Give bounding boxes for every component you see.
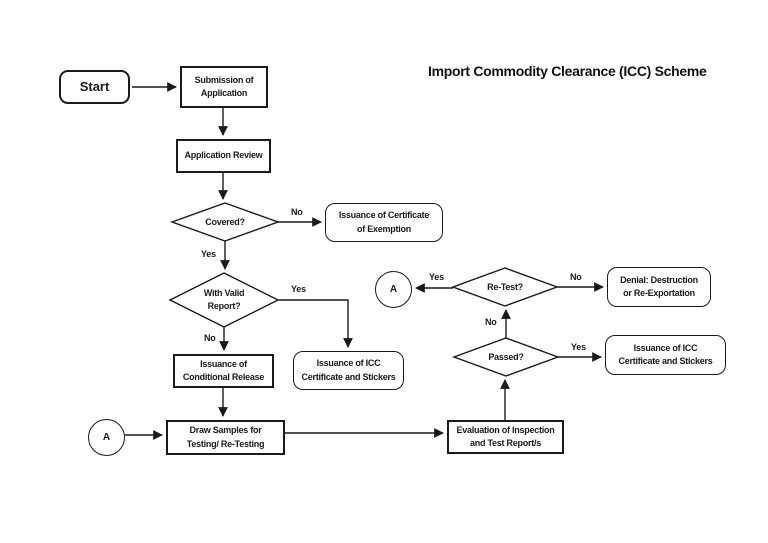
node-label: and Test Report/s — [469, 438, 542, 448]
node-label: Denial: Destruction — [620, 274, 698, 285]
node-label: Issuance of — [200, 358, 247, 369]
edge-label-retest-no: No — [570, 272, 582, 282]
node-label: Submission of — [194, 74, 254, 85]
decision-with-valid-report-shape — [168, 272, 280, 328]
edge-label-passed-yes: Yes — [571, 342, 586, 352]
node-label: Start — [79, 79, 110, 95]
node-label: Certificate and Stickers — [301, 371, 396, 382]
node-label: Issuance of ICC — [633, 342, 698, 353]
node-draw-samples: Draw Samples for Testing/ Re-Testing — [166, 420, 285, 455]
node-label: Application — [200, 88, 248, 98]
node-label: Issuance of ICC — [316, 358, 381, 368]
edge-label-with-valid-no: No — [204, 333, 216, 343]
node-label: Evaluation of Inspection — [456, 424, 555, 435]
decision-retest-label: Re-Test? — [487, 282, 523, 293]
node-start: Start — [59, 70, 130, 104]
decision-with-valid-report-label: With Valid Report? — [203, 288, 245, 311]
connector-label: A — [102, 432, 111, 443]
node-label: of Exemption — [356, 223, 411, 234]
page-title: Import Commodity Clearance (ICC) Scheme — [428, 63, 707, 79]
node-application-review: Application Review — [176, 139, 271, 173]
decision-covered-label: Covered? — [205, 217, 245, 228]
edge-label-with-valid-yes: Yes — [291, 284, 306, 294]
node-evaluation-inspection: Evaluation of Inspection and Test Report… — [447, 420, 564, 454]
decision-passed-shape — [451, 337, 561, 377]
edge-label-retest-yes: Yes — [429, 272, 444, 282]
node-issuance-certificate-exemption: Issuance of Certificate of Exemption — [325, 203, 443, 242]
edge-withvalid-yes-to-icc-left — [278, 299, 353, 348]
node-issuance-conditional-release: Issuance of Conditional Release — [173, 354, 274, 388]
node-issuance-icc-certificate-left: Issuance of ICC Certificate and Stickers — [293, 351, 404, 390]
edge-label-covered-yes: Yes — [201, 249, 216, 259]
connector-a-bottom: A — [88, 419, 125, 456]
connector-label: A — [389, 284, 398, 295]
node-issuance-icc-certificate-right: Issuance of ICC Certificate and Stickers — [605, 335, 726, 375]
node-label: Testing/ Re-Testing — [186, 438, 265, 449]
node-label: or Re-Exportation — [623, 288, 695, 298]
node-label: Certificate and Stickers — [618, 356, 713, 366]
node-label: Draw Samples for — [189, 425, 262, 435]
node-denial-destruction: Denial: Destruction or Re-Exportation — [607, 267, 711, 307]
node-label: Application Review — [184, 150, 263, 161]
decision-covered-shape — [169, 202, 281, 242]
decision-passed-label: Passed? — [488, 352, 524, 363]
node-label: Issuance of Certificate — [338, 210, 430, 220]
connector-a-top: A — [375, 271, 412, 308]
decision-retest-shape — [450, 267, 560, 307]
edge-label-passed-no: No — [485, 317, 497, 327]
node-label: Conditional Release — [182, 372, 265, 382]
node-submission-of-application: Submission of Application — [180, 66, 268, 108]
edge-label-covered-no: No — [291, 207, 303, 217]
